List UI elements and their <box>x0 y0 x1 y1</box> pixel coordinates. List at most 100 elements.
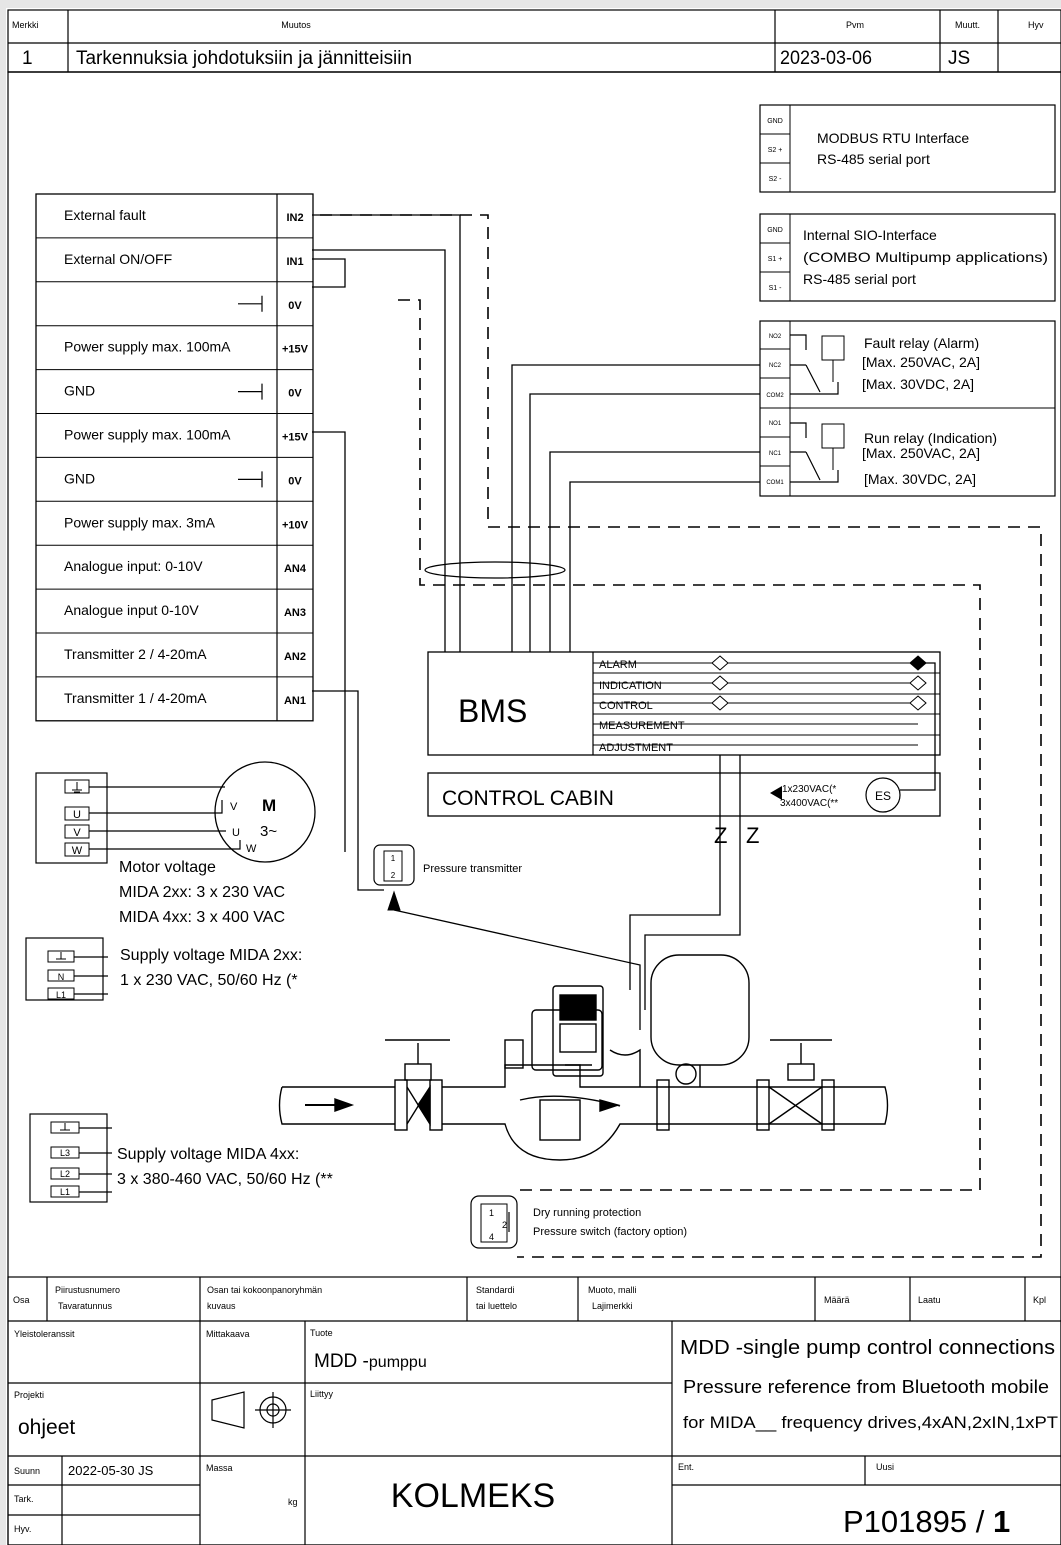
supply-4xx-caption-1: Supply voltage MIDA 4xx: <box>117 1146 299 1163</box>
control-cabin-supply-3: 3x400VAC(** <box>780 798 838 809</box>
z-mark-2: Z <box>746 823 759 848</box>
terminal-label: Power supply max. 100mA <box>64 427 231 443</box>
tb-ent: Ent. <box>678 1462 694 1472</box>
motor-caption-3: MIDA 4xx: 3 x 400 VAC <box>119 909 285 926</box>
tb-sheet: 1 <box>993 1504 1010 1539</box>
comm-dashed-lines <box>320 214 1042 1258</box>
tb-company: KOLMEKS <box>391 1477 555 1515</box>
fault-relay-line-3: [Max. 30VDC, 2A] <box>862 376 974 392</box>
fault-relay-pin-com2: COM2 <box>766 393 784 399</box>
terminal-code: 0V <box>288 388 302 400</box>
bms-signal-alarm: ALARM <box>599 659 637 671</box>
terminal-label: Power supply max. 3mA <box>64 514 216 530</box>
tb-title-1: MDD -single pump control connections <box>680 1337 1055 1359</box>
tb-suunn: 2022-05-30 JS <box>68 1463 154 1478</box>
run-relay-line-3: [Max. 30VDC, 2A] <box>864 471 976 487</box>
motor-winding-u: U <box>232 827 240 839</box>
tb-maara: Määrä <box>824 1295 850 1305</box>
tb-kg: kg <box>288 1497 298 1507</box>
dry-running-line-2: Pressure switch (factory option) <box>533 1226 687 1238</box>
run-relay-line-2: [Max. 250VAC, 2A] <box>862 445 980 461</box>
terminal-code: +15V <box>282 344 309 356</box>
modbus-pin-s2m: S2 - <box>769 176 783 183</box>
rev-header-approved: Hyv <box>1028 20 1044 30</box>
pump-piping-illustration <box>278 954 889 1161</box>
ground-symbol-icon <box>238 383 263 400</box>
ground-symbol-icon <box>238 471 263 488</box>
rev-date: 2023-03-06 <box>780 48 872 69</box>
tb-lajimerkki: Lajimerkki <box>592 1301 633 1311</box>
control-cabin-box <box>427 772 941 817</box>
terminal-label: Transmitter 1 / 4-20mA <box>64 690 207 706</box>
supply-2xx-caption-1: Supply voltage MIDA 2xx: <box>120 947 302 964</box>
terminal-code: AN1 <box>284 695 306 707</box>
tb-osan-kuvaus-2: kuvaus <box>207 1301 236 1311</box>
motor-winding-w: W <box>246 843 257 855</box>
motor-terminal-block <box>35 761 316 864</box>
tb-tuote-value: MDD -pumppu <box>314 1351 427 1372</box>
dry-running-pin-4: 4 <box>489 1232 494 1242</box>
tb-piirustusnumero: Piirustusnumero <box>55 1285 120 1295</box>
tb-hyv: Hyv. <box>14 1524 31 1534</box>
bms-box <box>427 651 941 756</box>
motor-winding-v: V <box>230 801 238 813</box>
terminal-label: Transmitter 2 / 4-20mA <box>64 646 207 662</box>
tb-mittakaava: Mittakaava <box>206 1329 250 1339</box>
motor-terminal-v: V <box>73 827 81 839</box>
tb-tuote-label: Tuote <box>310 1328 333 1338</box>
sio-line-1: Internal SIO-Interface <box>803 227 937 243</box>
tb-liittyy: Liittyy <box>310 1389 334 1399</box>
rev-header-date: Pvm <box>846 20 864 30</box>
terminal-code: IN1 <box>286 256 303 268</box>
motor-terminal-u: U <box>73 809 81 821</box>
tb-kpl: Kpl <box>1033 1295 1046 1305</box>
tb-title-2: Pressure reference from Bluetooth mobile <box>683 1377 1049 1397</box>
motor-phase: 3~ <box>260 823 277 840</box>
rev-header-change: Muutos <box>281 20 311 30</box>
tb-massa: Massa <box>206 1463 233 1473</box>
tb-drawing-number: P101895 / 1 <box>843 1504 1010 1539</box>
terminal-label: Analogue input: 0-10V <box>64 558 203 574</box>
terminal-code: +15V <box>282 432 309 444</box>
tb-tai-luettelo: tai luettelo <box>476 1301 517 1311</box>
title-block <box>7 1276 1061 1545</box>
pressure-transmitter-label: Pressure transmitter <box>423 863 522 875</box>
terminal-label: External ON/OFF <box>64 251 172 267</box>
terminal-label: Power supply max. 100mA <box>64 339 231 355</box>
supply-2xx-caption-2: 1 x 230 VAC, 50/60 Hz (* <box>120 972 298 989</box>
bms-signal-measurement: MEASUREMENT <box>599 720 685 732</box>
pressure-transmitter-pin-1: 1 <box>391 854 396 863</box>
supply-2xx-terminal-l1: L1 <box>56 990 66 1000</box>
sio-pin-gnd: GND <box>767 227 783 234</box>
terminal-code: AN4 <box>284 563 307 575</box>
bms-signal-control: CONTROL <box>599 700 653 712</box>
terminal-code: AN2 <box>284 651 306 663</box>
terminal-code: 0V <box>288 300 302 312</box>
tb-tuote-prefix: MDD - <box>314 1351 369 1372</box>
sio-line-3: RS-485 serial port <box>803 271 916 287</box>
modbus-pin-s2p: S2 + <box>768 147 783 154</box>
z-mark-1: Z <box>714 823 727 848</box>
rev-header-mark: Merkki <box>12 20 39 30</box>
rev-header-changed: Muutt. <box>955 20 980 30</box>
terminal-label: External fault <box>64 207 146 223</box>
rev-changed-by: JS <box>948 48 970 69</box>
tb-muoto-malli: Muoto, malli <box>588 1285 637 1295</box>
motor-caption-1: Motor voltage <box>119 859 216 876</box>
run-relay-pin-nc1: NC1 <box>769 451 782 457</box>
terminal-label: GND <box>64 383 95 399</box>
bms-signal-indication: INDICATION <box>599 680 662 692</box>
supply-2xx-terminal-n: N <box>58 972 65 982</box>
terminal-code: +10V <box>282 519 309 531</box>
supply-4xx-terminal-l1: L1 <box>60 1187 70 1197</box>
tb-uusi: Uusi <box>876 1462 894 1472</box>
supply-4xx-terminal-l2: L2 <box>60 1169 70 1179</box>
terminal-code: AN3 <box>284 607 306 619</box>
dry-running-pin-2: 2 <box>502 1220 507 1230</box>
dry-running-line-1: Dry running protection <box>533 1207 641 1219</box>
dry-running-pin-1: 1 <box>489 1208 494 1218</box>
tb-yleistoleranssit: Yleistoleranssit <box>14 1329 75 1339</box>
bms-signal-adjustment: ADJUSTMENT <box>599 742 673 754</box>
fault-relay-line-1: Fault relay (Alarm) <box>864 335 979 351</box>
